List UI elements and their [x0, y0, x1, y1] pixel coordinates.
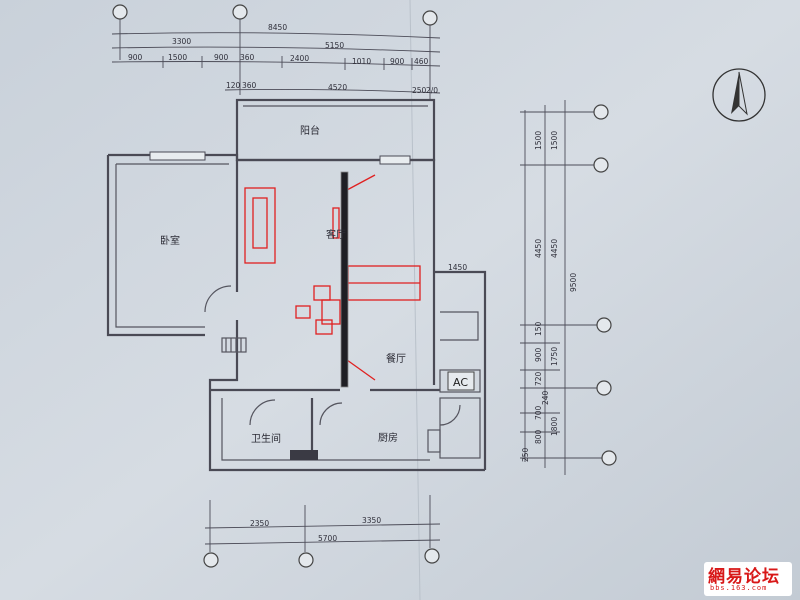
- dim-3300: 3300: [172, 37, 191, 46]
- dim-2350: 2350: [250, 519, 269, 528]
- label-balcony: 阳台: [300, 124, 320, 137]
- top-dimensions: 8450 3300 5150 900 1500 900 360 2400 101…: [111, 23, 441, 95]
- label-living: 客厅: [326, 228, 346, 241]
- dim-r3-3: 360: [240, 53, 255, 62]
- red-annotations: [244, 174, 421, 381]
- red-chair-3: [315, 319, 333, 335]
- dim-r4-c: 4520: [328, 83, 347, 92]
- dim-900: 900: [534, 347, 543, 362]
- dim-r3-4: 2400: [290, 54, 309, 63]
- dim-r4-d: 250: [412, 86, 427, 95]
- red-sofa-outline: [244, 187, 276, 264]
- dim-r4-b: 360: [242, 81, 257, 90]
- dim-r3-2: 900: [214, 53, 229, 62]
- label-dining: 餐厅: [386, 352, 406, 365]
- axis-circle-right-4: [596, 380, 612, 396]
- label-kitchen: 厨房: [378, 431, 398, 444]
- dim-total-top: 8450: [268, 23, 287, 32]
- dim-1450: 1450: [448, 263, 467, 272]
- red-chair-2: [295, 305, 311, 319]
- axis-circle-right-5: [601, 450, 617, 466]
- dim-4450-a: 4450: [534, 239, 543, 258]
- dim-3350: 3350: [362, 516, 381, 525]
- dim-r3-5: 1010: [352, 57, 371, 66]
- axis-circle-bottom-1: [203, 552, 219, 568]
- dim-1500-a: 1500: [534, 131, 543, 150]
- watermark-title: 網易论坛: [708, 567, 780, 587]
- dim-1800: 1800: [550, 417, 559, 436]
- axis-circle-bottom-2: [298, 552, 314, 568]
- axis-circle-right-2: [593, 157, 609, 173]
- axis-circle-right-3: [596, 317, 612, 333]
- dim-1750: 1750: [550, 347, 559, 366]
- red-coffee-table: [321, 299, 341, 325]
- walls: [106, 98, 487, 472]
- label-bathroom: 卫生间: [251, 432, 281, 445]
- dim-250: 250: [521, 447, 530, 462]
- dim-4450-b: 4450: [550, 239, 559, 258]
- dim-240: 240: [541, 390, 550, 405]
- partition-wall: [340, 171, 349, 388]
- bottom-dimensions: 2350 3350 5700: [203, 495, 441, 568]
- dim-1500-b: 1500: [550, 131, 559, 150]
- axis-circle-right-1: [593, 104, 609, 120]
- dim-700: 700: [534, 405, 543, 420]
- dim-r3-0: 900: [128, 53, 143, 62]
- top-axis-markers: [112, 4, 438, 100]
- red-sofa-inner: [252, 197, 268, 249]
- room-labels: 阳台 卧室 客厅 餐厅 卫生间 厨房 AC: [160, 124, 475, 445]
- dim-r4-e: 2/0: [426, 86, 438, 95]
- label-bedroom: 卧室: [160, 234, 180, 247]
- right-dimensions: 1500 1500 4450 4450 9500 1450 150 900 17…: [448, 100, 617, 475]
- dim-r3-6: 900: [390, 57, 405, 66]
- watermark-url: bbs.163.com: [710, 584, 768, 592]
- axis-circle-top-1: [112, 4, 128, 20]
- dim-r3-1: 1500: [168, 53, 187, 62]
- red-cabinet: [332, 207, 340, 239]
- dim-5700: 5700: [318, 534, 337, 543]
- axis-circle-top-2: [232, 4, 248, 20]
- north-arrow-icon: [712, 68, 766, 122]
- dim-720: 720: [534, 371, 543, 386]
- dim-800: 800: [534, 429, 543, 444]
- dim-r4-a: 120: [226, 81, 241, 90]
- dim-5150: 5150: [325, 41, 344, 50]
- forum-watermark: 網易论坛 bbs.163.com: [704, 562, 792, 596]
- axis-circle-bottom-3: [424, 548, 440, 564]
- dim-150: 150: [534, 321, 543, 336]
- dim-9500: 9500: [569, 273, 578, 292]
- dim-r3-7: 460: [414, 57, 429, 66]
- label-ac: AC: [453, 376, 468, 389]
- axis-circle-top-3: [422, 10, 438, 26]
